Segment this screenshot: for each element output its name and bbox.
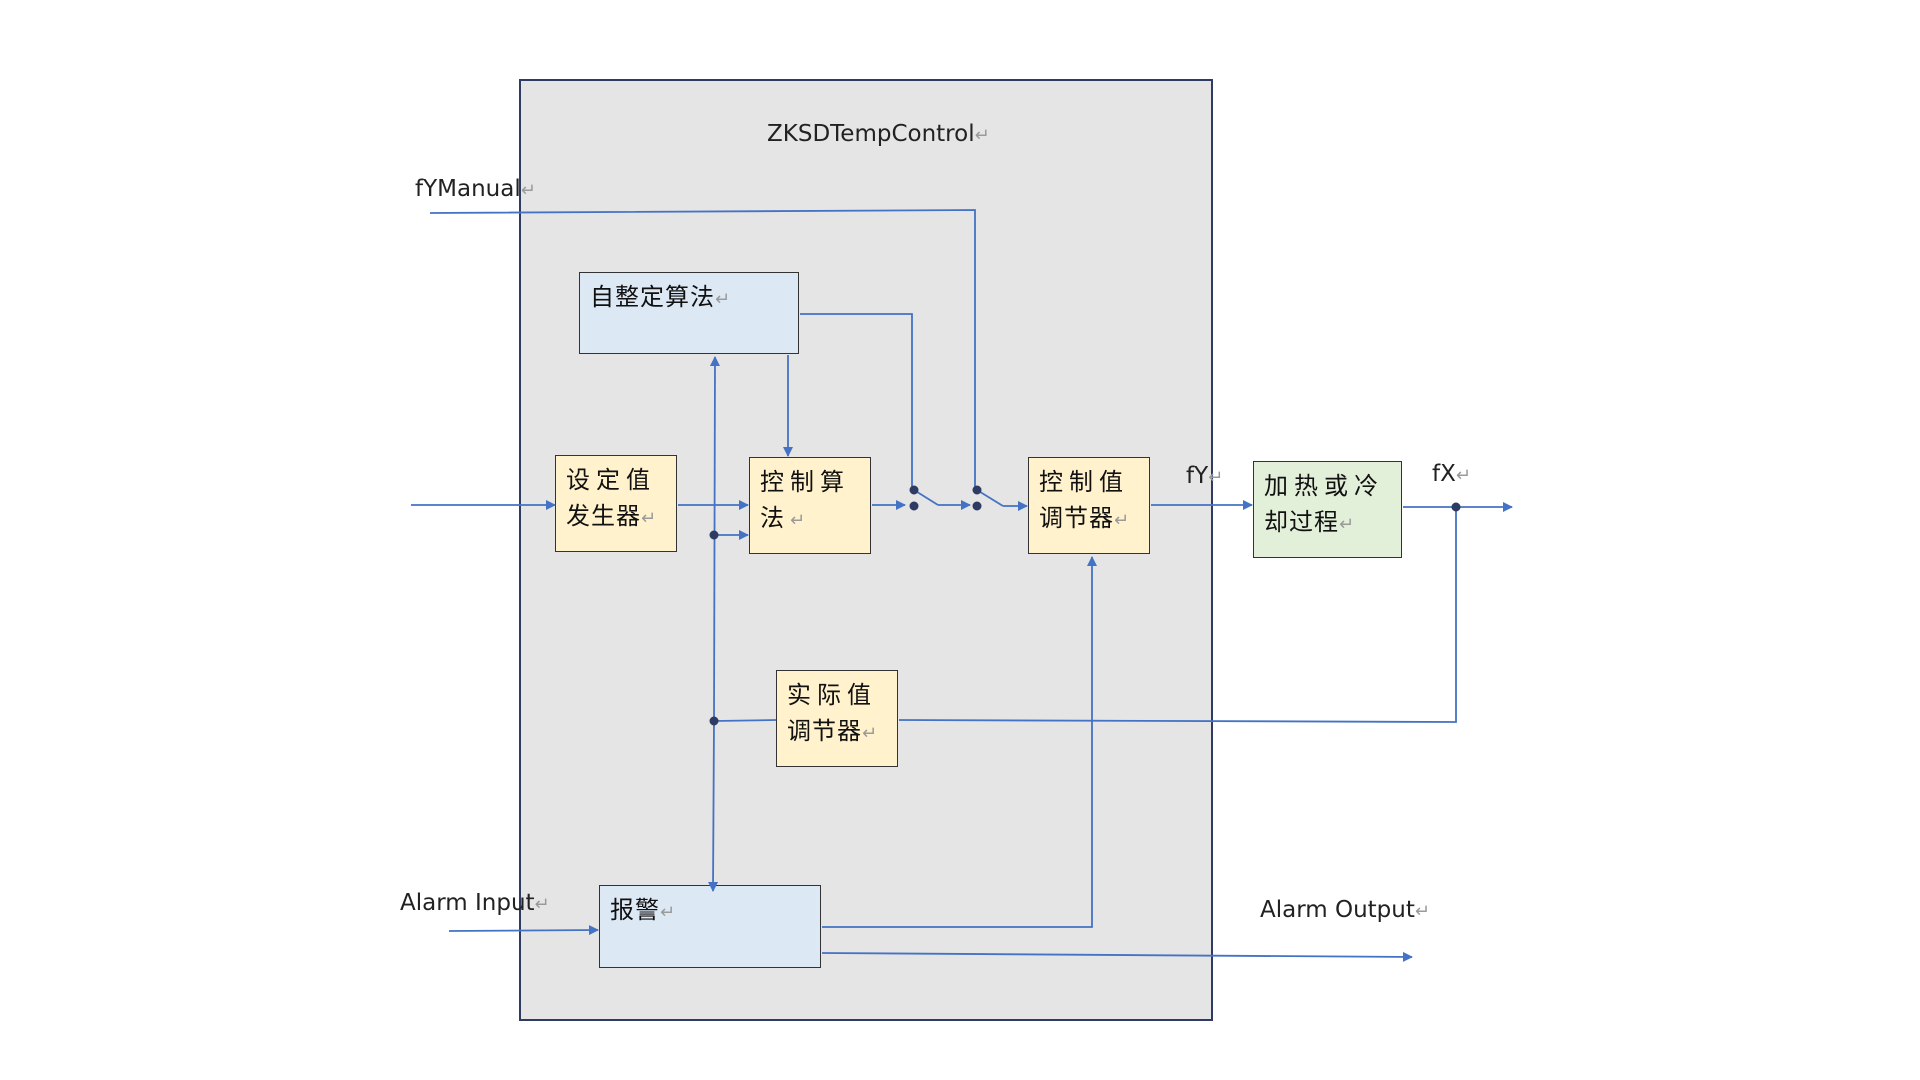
control-value-regulator-block: 控制值 调节器↵ (1028, 457, 1150, 554)
actual-to-bus-line (714, 719, 777, 722)
tuning-to-switch-line (800, 313, 913, 490)
bus-junction-node (709, 530, 719, 540)
self-tuning-block: 自整定算法↵ (579, 272, 799, 354)
alarm-output-label: Alarm Output↵ (1260, 897, 1430, 923)
fymanual-line (429, 209, 976, 488)
switch1-bottom-node (909, 501, 919, 511)
feedback-line (898, 507, 1457, 723)
switch2-bottom-node (972, 501, 982, 511)
fx-label: fX↵ (1432, 461, 1471, 487)
switch2-top-node (972, 485, 982, 495)
frame-title: ZKSDTempControl↵ (767, 121, 990, 147)
switch1-lever (913, 489, 939, 506)
switch2-lever (976, 489, 1004, 507)
control-algorithm-block: 控制算 法↵ (749, 457, 871, 554)
actual-junction-node (709, 716, 719, 726)
alarm-input-label: Alarm Input↵ (400, 890, 550, 916)
bus-to-alarm-line (708, 720, 719, 892)
fx-junction-node (1451, 502, 1461, 512)
alarm-to-regulator-line (822, 558, 1093, 928)
switch1-top-node (909, 485, 919, 495)
heating-cooling-process-block: 加热或冷 却过程↵ (1253, 461, 1402, 558)
fy-label: fY↵ (1186, 463, 1224, 489)
alarm-input-line (448, 925, 599, 936)
alarm-output-line (821, 951, 1413, 962)
setpoint-generator-block: 设定值 发生器↵ (555, 455, 677, 552)
alarm-block: 报警↵ (599, 885, 821, 968)
fymanual-label: fYManual↵ (415, 176, 536, 202)
actual-value-regulator-block: 实际值 调节器↵ (776, 670, 898, 767)
